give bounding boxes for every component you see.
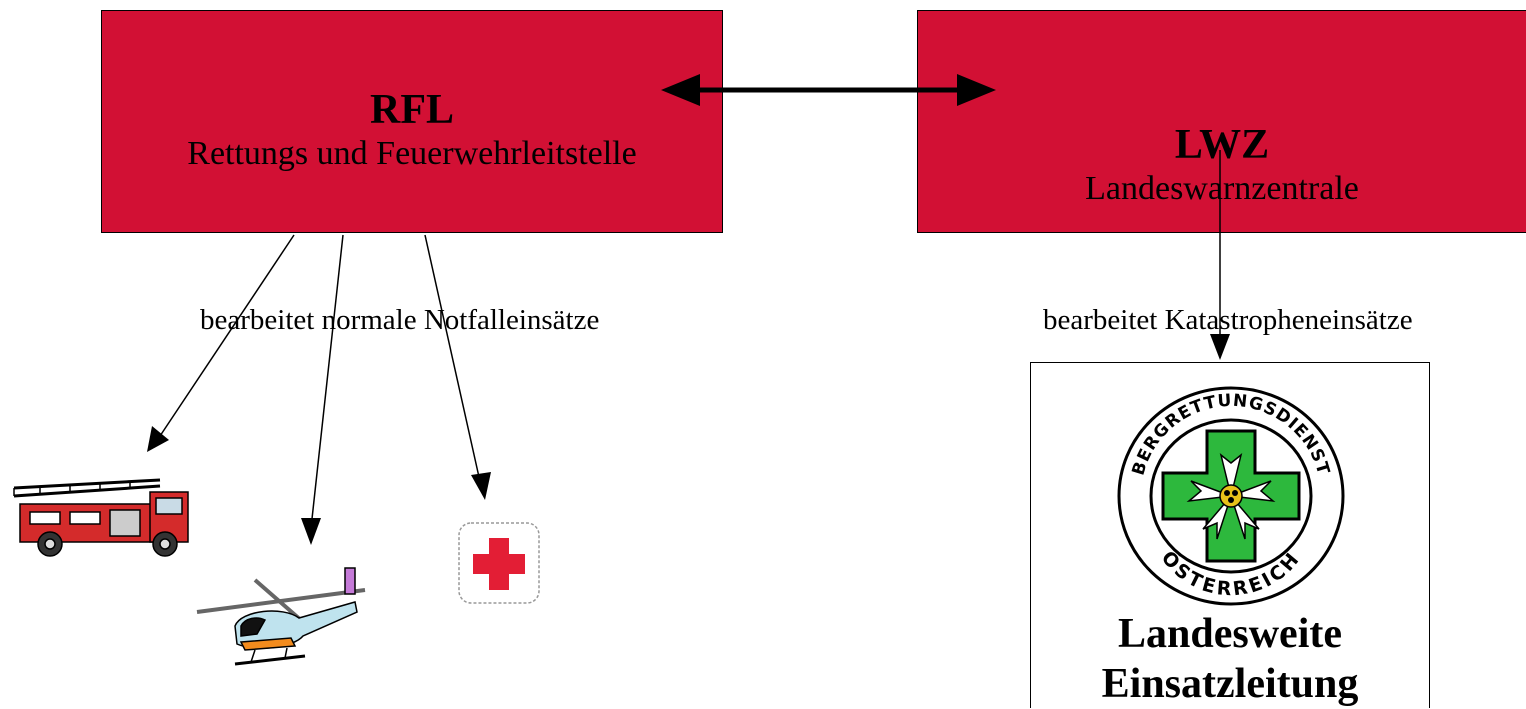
lwz-edge-label: bearbeitet Katastropheneinsätze [1043, 304, 1413, 336]
ble-title: Landesweite Einsatzleitung [1031, 609, 1429, 709]
edelweiss-icon [1186, 453, 1276, 540]
lwz-subtitle: Landeswarnzentrale [1085, 170, 1359, 207]
helicopter-icon [196, 567, 366, 666]
lwz-box: LWZ Landeswarnzentrale [917, 10, 1526, 233]
ble-title-line2: Einsatzleitung [1101, 661, 1359, 707]
rfl-box: RFL Rettungs und Feuerwehrleitstelle [101, 10, 723, 233]
ble-title-line1: Landesweite [1118, 611, 1342, 657]
rfl-edge-label: bearbeitet normale Notfalleinsätze [200, 304, 600, 336]
red-cross-icon [458, 522, 540, 604]
rfl-dispatch-arrows [159, 150, 1221, 529]
rfl-lwz-double-arrow [661, 74, 996, 106]
lwz-title: LWZ [1174, 122, 1270, 168]
fire-truck-icon [13, 478, 189, 557]
ble-box: BERGRETTUNGSDIENST ÖSTERREICH Landesweit… [1030, 362, 1430, 708]
rfl-subtitle: Rettungs und Feuerwehrleitstelle [187, 135, 637, 172]
rfl-title: RFL [370, 87, 454, 133]
bergrettung-logo-icon: BERGRETTUNGSDIENST ÖSTERREICH [1117, 386, 1345, 606]
